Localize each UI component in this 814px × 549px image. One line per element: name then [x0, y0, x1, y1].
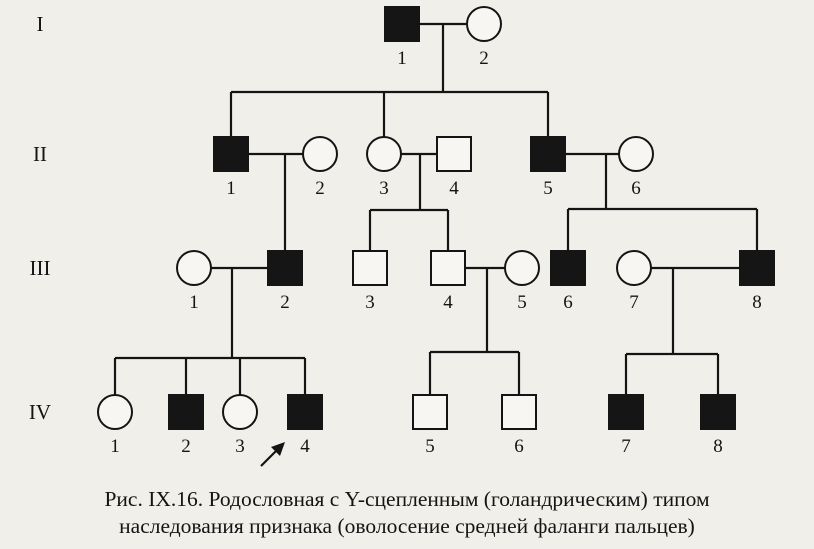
individual-iii-2-number: 2: [280, 292, 290, 313]
individual-iv-2-square: [168, 394, 204, 430]
individual-i-1-square: [384, 6, 420, 42]
individual-ii-3-circle: [366, 136, 402, 172]
individual-iv-7-number: 7: [621, 436, 631, 457]
individual-iv-6-number: 6: [514, 436, 524, 457]
individual-ii-4-number: 4: [449, 178, 459, 199]
individual-iv-5-number: 5: [425, 436, 435, 457]
individual-ii-5-number: 5: [543, 178, 553, 199]
individual-iii-5-number: 5: [517, 292, 527, 313]
individual-ii-4-square: [436, 136, 472, 172]
individuals: [97, 6, 775, 430]
individual-i-1-number: 1: [397, 48, 407, 69]
figure-caption: Рис. IX.16. Родословная с Y-сцепленным (…: [0, 486, 814, 540]
individual-iv-5-square: [412, 394, 448, 430]
individual-ii-2-number: 2: [315, 178, 325, 199]
individual-iii-5-circle: [504, 250, 540, 286]
proband-arrow-head: [271, 442, 285, 456]
generation-label-4: IV: [29, 400, 51, 424]
individual-iv-4-square: [287, 394, 323, 430]
individual-i-2-circle: [466, 6, 502, 42]
individual-iv-7-square: [608, 394, 644, 430]
individual-iii-6-number: 6: [563, 292, 573, 313]
generation-label-1: I: [37, 12, 44, 36]
individual-iv-1-circle: [97, 394, 133, 430]
individual-iii-1-number: 1: [189, 292, 199, 313]
caption-line-2: наследования признака (оволосение средне…: [119, 514, 695, 538]
individual-iii-3-square: [352, 250, 388, 286]
individual-iii-7-circle: [616, 250, 652, 286]
generation-label-2: II: [33, 142, 47, 166]
individual-iii-7-number: 7: [629, 292, 639, 313]
individual-iv-3-circle: [222, 394, 258, 430]
individual-iv-1-number: 1: [110, 436, 120, 457]
individual-iii-6-square: [550, 250, 586, 286]
caption-line-1: Рис. IX.16. Родословная с Y-сцепленным (…: [104, 487, 710, 511]
individual-iii-3-number: 3: [365, 292, 375, 313]
individual-iv-8-square: [700, 394, 736, 430]
individual-iii-8-number: 8: [752, 292, 762, 313]
individual-iii-2-square: [267, 250, 303, 286]
connector-lines: [113, 22, 759, 395]
individual-i-2-number: 2: [479, 48, 489, 69]
individual-iv-2-number: 2: [181, 436, 191, 457]
individual-ii-6-circle: [618, 136, 654, 172]
individual-ii-1-square: [213, 136, 249, 172]
individual-ii-3-number: 3: [379, 178, 389, 199]
individual-ii-6-number: 6: [631, 178, 641, 199]
individual-iii-8-square: [739, 250, 775, 286]
individual-iv-8-number: 8: [713, 436, 723, 457]
individual-iv-6-square: [501, 394, 537, 430]
individual-ii-5-square: [530, 136, 566, 172]
individual-iii-4-number: 4: [443, 292, 453, 313]
proband-arrow: [260, 442, 285, 467]
individual-iv-3-number: 3: [235, 436, 245, 457]
individual-numbers: 1 2 1 2 3 4 5 6 1 2 3 4 5 6 7 8 1 2 3 4 5 6 7 8: [110, 48, 762, 457]
generation-label-3: III: [30, 256, 51, 280]
individual-iii-4-square: [430, 250, 466, 286]
individual-iv-4-number: 4: [300, 436, 310, 457]
individual-ii-2-circle: [302, 136, 338, 172]
individual-ii-1-number: 1: [226, 178, 236, 199]
individual-iii-1-circle: [176, 250, 212, 286]
